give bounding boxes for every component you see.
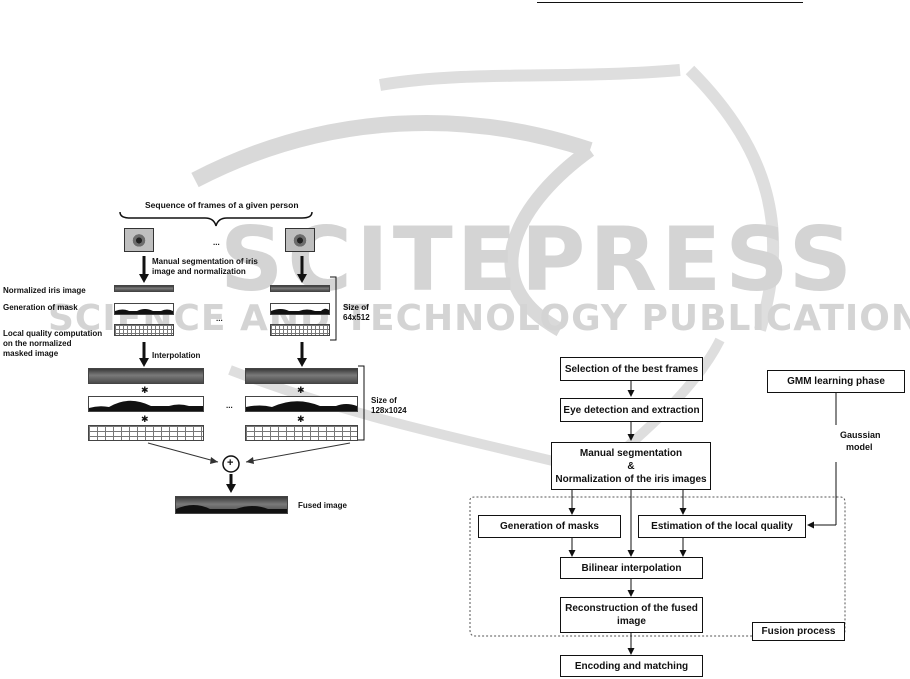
quality-label-2: on the normalized <box>3 339 72 348</box>
mask-strip-last <box>270 303 330 315</box>
normalized-iris-label: Normalized iris image <box>3 286 86 295</box>
manual-seg-line-1: Manual segmentation <box>579 447 683 459</box>
size-small-label-1: Size of <box>343 303 369 312</box>
reconstruction-line-1: Reconstruction of the fused <box>565 603 698 614</box>
encoding-box: Encoding and matching <box>560 655 703 677</box>
strips-ellipsis: ... <box>216 314 223 323</box>
fused-image-strip <box>175 496 288 514</box>
fused-image-label: Fused image <box>298 501 347 510</box>
interpolated-iris-strip-first <box>88 368 204 384</box>
quality-grid-last <box>270 324 330 336</box>
manual-seg-line-3: Normalization of the iris images <box>555 473 707 485</box>
interpolated-iris-strip-last <box>245 368 358 384</box>
bilinear-box: Bilinear interpolation <box>560 557 703 579</box>
gaussian-model-label-1: Gaussian <box>840 430 881 440</box>
frames-ellipsis: ... <box>213 238 220 247</box>
eye-frame-first <box>124 228 154 252</box>
masks-box: Generation of masks <box>478 515 621 538</box>
mask-label: Generation of mask <box>3 303 78 312</box>
reconstruction-line-2: image <box>617 616 646 627</box>
fusion-process-box: Fusion process <box>752 622 845 641</box>
quality-label-1: Local quality computation <box>3 329 103 338</box>
interpolated-grid-last <box>245 425 358 441</box>
size-large-label-2: 128x1024 <box>371 406 407 415</box>
top-rule <box>537 2 803 3</box>
watermark-title: SCITEPRESS <box>220 208 857 311</box>
size-large-label-1: Size of <box>371 396 397 405</box>
interpolated-grid-first <box>88 425 204 441</box>
selection-box: Selection of the best frames <box>560 357 703 381</box>
interpolated-mask-last <box>245 396 358 412</box>
eye-frame-last <box>285 228 315 252</box>
quality-grid-first <box>114 324 174 336</box>
multiply-sign-1: ✱ <box>141 385 149 395</box>
manual-segmentation-box: Manual segmentation & Normalization of t… <box>551 442 711 490</box>
eye-detection-box: Eye detection and extraction <box>560 398 703 422</box>
interpolated-mask-first <box>88 396 204 412</box>
gmm-box: GMM learning phase <box>767 370 905 393</box>
manual-seg-line-2: & <box>627 460 635 472</box>
segmentation-label-1: Manual segmentation of iris <box>152 257 258 266</box>
sequence-label: Sequence of frames of a given person <box>145 200 299 210</box>
segmentation-label-2: image and normalization <box>152 267 246 276</box>
size-small-label-2: 64x512 <box>343 313 370 322</box>
multiply-sign-4: ✱ <box>297 414 305 424</box>
local-quality-box: Estimation of the local quality <box>638 515 806 538</box>
normalized-iris-strip-last <box>270 285 330 292</box>
multiply-sign-3: ✱ <box>297 385 305 395</box>
reconstruction-box: Reconstruction of the fused image <box>560 597 703 633</box>
plus-sign: + <box>227 457 234 469</box>
interp-ellipsis: ... <box>226 401 233 410</box>
interpolation-label: Interpolation <box>152 351 201 360</box>
multiply-sign-2: ✱ <box>141 414 149 424</box>
watermark-subtitle: SCIENCE AND TECHNOLOGY PUBLICATIONS <box>48 298 910 339</box>
gaussian-model-label-2: model <box>846 442 873 452</box>
quality-label-3: masked image <box>3 349 59 358</box>
normalized-iris-strip-first <box>114 285 174 292</box>
mask-strip-first <box>114 303 174 315</box>
